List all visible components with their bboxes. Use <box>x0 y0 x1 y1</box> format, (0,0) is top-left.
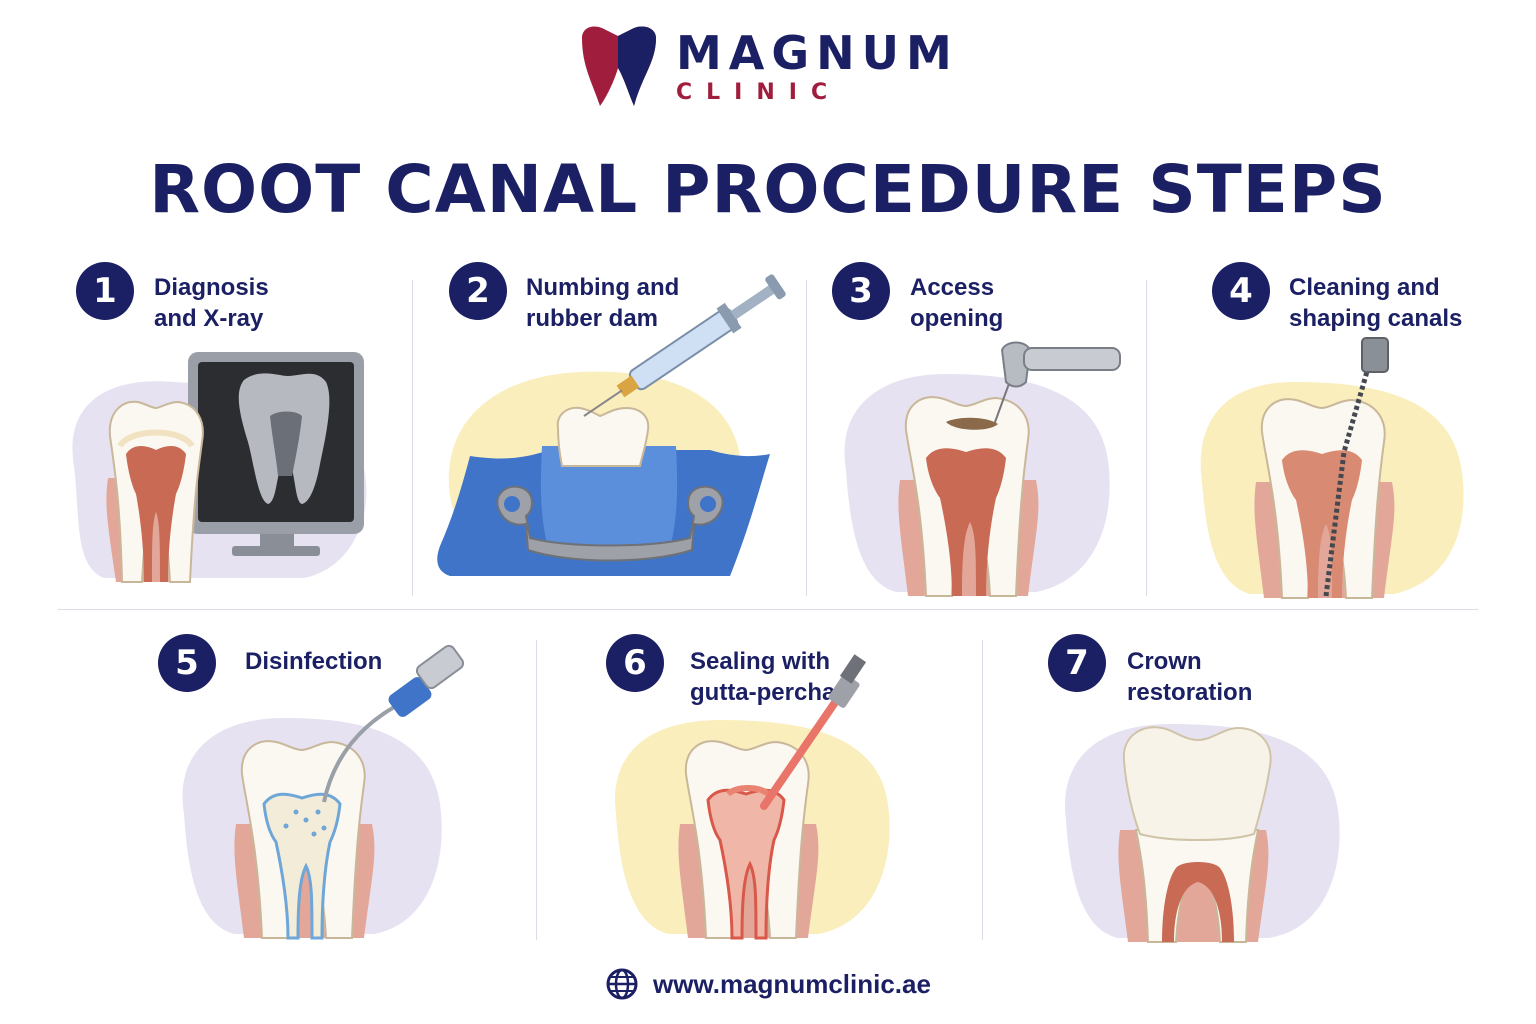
syringe-rubber-dam-icon <box>437 274 786 576</box>
step-number-badge: 3 <box>832 262 890 320</box>
irrigation-needle-icon <box>182 644 465 940</box>
brand-subtitle: CLINIC <box>676 80 842 105</box>
step-label: Numbing and rubber dam <box>526 274 680 332</box>
step-number-badge: 2 <box>449 262 507 320</box>
page-title: ROOT CANAL PROCEDURE STEPS <box>149 151 1387 228</box>
gutta-percha-filler-icon <box>614 654 890 940</box>
step-label: Access opening <box>910 274 1004 332</box>
tooth-xray-monitor-icon <box>72 352 367 583</box>
divider <box>982 640 983 940</box>
step-label: Cleaning and shaping canals <box>1289 274 1463 332</box>
step-label: Crown restoration <box>1127 648 1253 706</box>
step-number-badge: 4 <box>1212 262 1270 320</box>
step-number-badge: 6 <box>606 634 664 692</box>
divider <box>1146 280 1147 596</box>
divider <box>412 280 413 596</box>
step-number-badge: 7 <box>1048 634 1106 692</box>
step-number-badge: 1 <box>76 262 134 320</box>
brand-logo-icon <box>582 26 656 106</box>
divider <box>536 640 537 940</box>
divider <box>806 280 807 596</box>
dental-drill-icon <box>844 341 1121 597</box>
website-link[interactable]: www.magnumclinic.ae <box>653 968 931 999</box>
step-label: Sealing with gutta-percha <box>690 648 836 706</box>
endodontic-file-icon <box>1200 337 1464 599</box>
step-number-badge: 5 <box>158 634 216 692</box>
divider <box>58 609 1478 610</box>
brand-name: MAGNUM <box>676 26 959 80</box>
step-label: Disinfection <box>245 648 383 675</box>
footer: www.magnumclinic.ae <box>0 962 1536 1006</box>
globe-icon <box>606 968 638 1000</box>
step-label: Diagnosis and X-ray <box>154 274 269 332</box>
crown-tooth-icon <box>1064 724 1340 943</box>
